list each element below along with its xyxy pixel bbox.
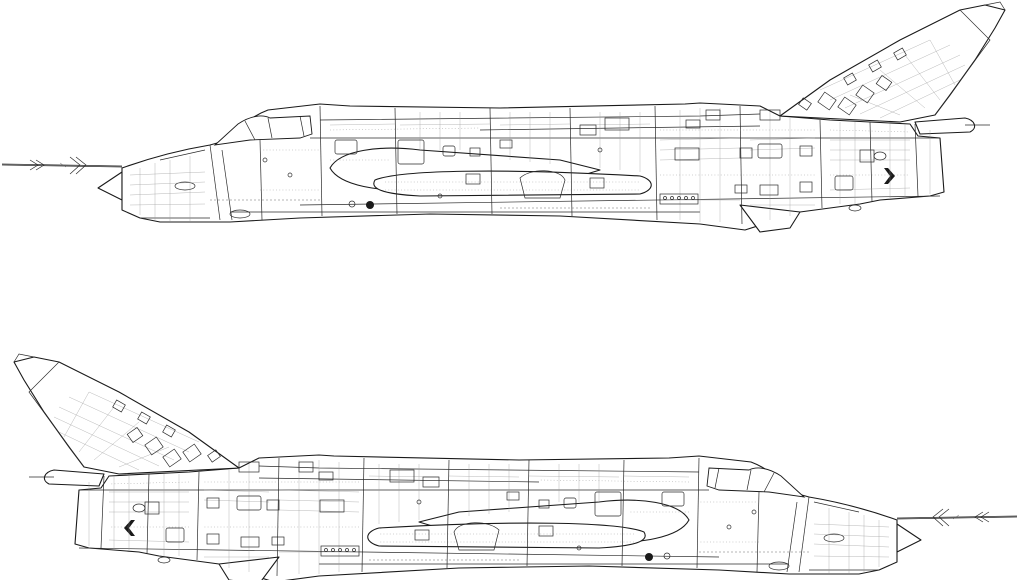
view-left-side xyxy=(1,1,1006,233)
view-right-side xyxy=(13,353,1018,580)
